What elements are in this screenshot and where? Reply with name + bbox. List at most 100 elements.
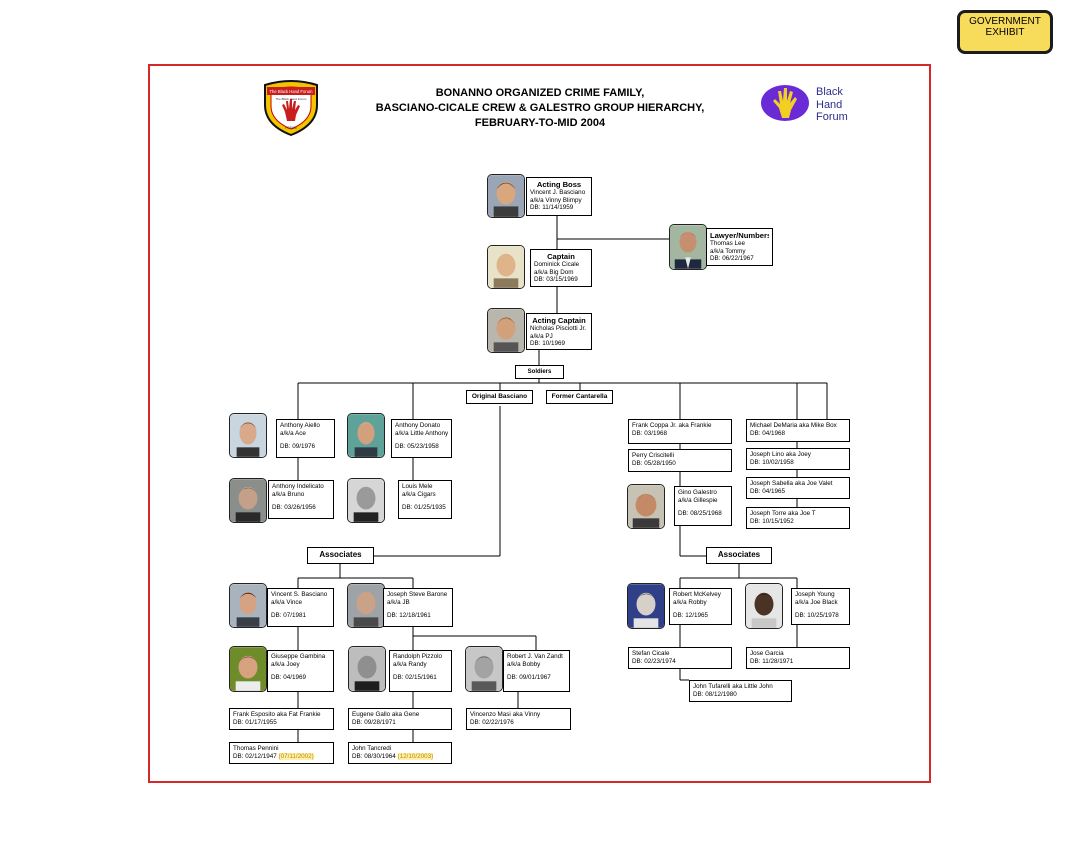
card-pennini: Thomas Pennini DB: 02/12/1947 (07/11/200… [229,742,334,764]
db-cicale-s: DB: 02/23/1974 [632,657,676,665]
name-vanzandt: Robert J. Van Zandt [507,653,563,660]
db-donato: DB: 05/23/1958 [395,443,439,450]
card-coppa: Frank Coppa Jr. aka Frankie DB: 03/1968 [628,419,732,444]
name-sabella: Joseph Sabella aka Joe Valet [750,480,833,487]
name-barone: Joseph Steve Barone [387,591,448,598]
db-acting-captain: DB: 10/1969 [530,340,566,347]
name-aiello: Anthony Aiello [280,422,320,429]
name-tufarelli: John Tufarelli aka Little John [693,683,773,690]
label-associates-left: Associates [307,547,374,564]
aka-acting-boss: a/k/a Vinny Blimpy [530,196,582,204]
photo-donato [347,413,385,458]
label-associates-right: Associates [706,547,772,564]
label-original-basciano: Original Basciano [466,390,533,404]
card-pizzolo: Randolph Pizzolo a/k/a Randy DB: 02/15/1… [389,650,452,692]
db-young: DB: 10/25/1978 [795,612,839,619]
aka-pizzolo: a/k/a Randy [393,660,427,668]
black-hand-forum-badge: The Black Hand Forum The Black Hand Foru… [261,79,321,137]
photo-barone [347,583,385,628]
wordmark-line-2: Hand [816,98,843,111]
aka-galestro: a/k/a Gillespie [678,496,718,504]
card-vanzandt: Robert J. Van Zandt a/k/a Bobby DB: 09/0… [503,650,570,692]
name-acting-captain: Nicholas Pisciotti Jr. [530,325,586,332]
name-lino: Joseph Lino aka Joey [750,451,811,458]
card-sabella: Joseph Sabella aka Joe Valet DB: 04/1965 [746,477,850,499]
card-tufarelli: John Tufarelli aka Little John DB: 08/12… [689,680,792,702]
role-acting-captain: Acting Captain [532,316,586,325]
db-criscitelli: DB: 05/28/1950 [632,459,676,467]
name-gallo: Eugene Gallo aka Gene [352,711,420,718]
db-pizzolo: DB: 02/15/1961 [393,674,437,681]
label-soldiers: Soldiers [515,365,564,379]
db-captain: DB: 03/15/1969 [534,276,578,283]
name-mckelvey: Robert McKelvey [673,591,721,598]
name-galestro: Gino Galestro [678,489,717,496]
badge-text-bottom: FORUM [285,126,297,130]
card-acting-captain: Acting Captain Nicholas Pisciotti Jr. a/… [526,313,592,350]
db-acting-boss: DB: 11/14/1959 [530,204,574,211]
chart-title: BONANNO ORGANIZED CRIME FAMILY, BASCIANO… [345,86,735,131]
aka-lawyer: a/k/a Tommy [710,247,746,255]
badge-text-top: The Black Hand Forum [269,89,313,94]
db-indelicato: DB: 03/26/1956 [272,504,316,511]
title-line-2: BASCIANO-CICALE CREW & GALESTRO GROUP HI… [375,102,705,114]
name-mele: Louis Mele [402,483,433,490]
db-esposito: DB: 01/17/1955 [233,718,277,726]
db-torre: DB: 10/15/1952 [750,517,794,525]
photo-lawyer [669,224,707,270]
black-hand-forum-wordmark: Black Hand Forum [816,86,848,124]
name-criscitelli: Perry Criscitelli [632,452,674,459]
aka-vanzandt: a/k/a Bobby [507,660,541,668]
db-demaria: DB: 04/1968 [750,429,786,437]
photo-mckelvey [627,583,665,629]
name-torre: Joseph Torre aka Joe T [750,510,816,517]
name-demaria: Michael DeMaria aka Mike Box [750,422,837,429]
name-cicale-s: Stefan Cicale [632,650,670,657]
photo-young [745,583,783,629]
card-criscitelli: Perry Criscitelli DB: 05/28/1950 [628,449,732,472]
card-aiello: Anthony Aiello a/k/a Ace DB: 09/1976 [276,419,335,458]
aka-mckelvey: a/k/a Robby [673,598,707,606]
name-tancredi: John Tancredi [352,745,392,752]
wordmark-line-3: Forum [816,111,848,123]
aka-basciano-s: a/k/a Vince [271,598,303,606]
photo-mele [347,478,385,523]
death-date-pennini: (07/11/2002) [278,752,314,760]
card-captain: Captain Dominick Cicale a/k/a Big Dom DB… [530,249,592,287]
photo-gambina [229,646,267,692]
name-donato: Anthony Donato [395,422,441,429]
role-lawyer: Lawyer/Numbers [710,231,769,240]
photo-galestro [627,484,665,529]
card-acting-boss: Acting Boss Vincent J. Basciano a/k/a Vi… [526,177,592,216]
name-acting-boss: Vincent J. Basciano [530,189,586,196]
aka-indelicato: a/k/a Bruno [272,490,305,498]
label-former-cantarella: Former Cantarella [546,390,613,404]
photo-aiello [229,413,267,458]
db-galestro: DB: 08/25/1968 [678,510,722,517]
db-tufarelli: DB: 08/12/1980 [693,690,737,698]
card-indelicato: Anthony Indelicato a/k/a Bruno DB: 03/26… [268,480,334,519]
db-garcia: DB: 11/28/1971 [750,657,794,665]
title-line-1: BONANNO ORGANIZED CRIME FAMILY, [435,87,645,99]
card-lawyer: Lawyer/Numbers Thomas Lee a/k/a Tommy DB… [706,228,773,266]
name-garcia: Jose Garcia [750,650,784,657]
card-cicale-s: Stefan Cicale DB: 02/23/1974 [628,647,732,669]
role-captain: Captain [547,252,575,261]
name-coppa: Frank Coppa Jr. aka Frankie [632,422,712,429]
card-garcia: Jose Garcia DB: 11/28/1971 [746,647,850,669]
name-basciano-s: Vincent S. Basciano [271,591,328,598]
card-torre: Joseph Torre aka Joe T DB: 10/15/1952 [746,507,850,529]
name-masi: Vincenzo Masi aka Vinny [470,711,541,718]
exhibit-line-1: GOVERNMENT [969,16,1041,27]
db-barone: DB: 12/18/1961 [387,612,431,619]
name-lawyer: Thomas Lee [710,240,746,247]
hand-logo-icon [760,84,810,122]
photo-acting-captain [487,308,525,353]
death-date-tancredi: (12/10/2003) [397,752,434,760]
db-tancredi: DB: 08/30/1964 [352,752,396,760]
card-mckelvey: Robert McKelvey a/k/a Robby DB: 12/1965 [669,588,732,625]
card-demaria: Michael DeMaria aka Mike Box DB: 04/1968 [746,419,850,442]
card-gallo: Eugene Gallo aka Gene DB: 09/28/1971 [348,708,452,730]
card-donato: Anthony Donato a/k/a Little Anthony DB: … [391,419,452,458]
